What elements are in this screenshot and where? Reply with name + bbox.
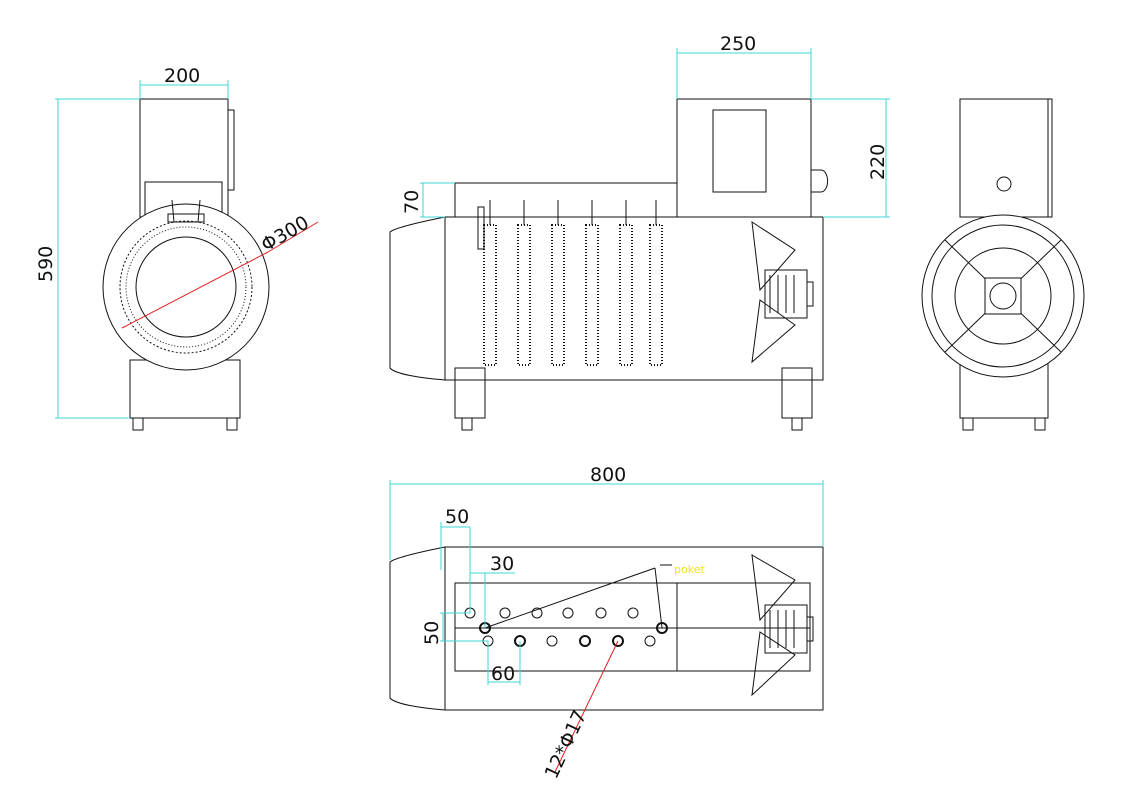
- dim-590: 590: [35, 246, 57, 282]
- heating-elements: [483, 200, 663, 366]
- mounting-holes: [464, 607, 668, 647]
- fan-plan: [751, 554, 814, 697]
- dim-60: 60: [491, 663, 515, 685]
- dim-220: 220: [867, 144, 889, 180]
- dim-250: 250: [720, 33, 756, 55]
- dim-800: 800: [590, 464, 626, 486]
- fan-side: [751, 220, 814, 364]
- dim-50-top: 50: [445, 506, 469, 528]
- center-dimensions: [420, 48, 890, 218]
- center-side-view: [389, 98, 829, 431]
- bottom-plan-view: [389, 546, 824, 711]
- dim-holes: 12*Φ17: [541, 707, 592, 782]
- poket-label: poket: [674, 563, 705, 576]
- right-end-view: [921, 98, 1085, 431]
- dim-coil-diameter: Φ300: [258, 212, 313, 257]
- dim-30: 30: [490, 553, 514, 575]
- dim-200: 200: [164, 65, 200, 87]
- left-end-view: [102, 98, 270, 431]
- dim-70: 70: [401, 190, 423, 214]
- dim-50-side: 50: [421, 621, 443, 645]
- left-dimensions: [55, 80, 319, 419]
- bottom-dimensions: [389, 480, 824, 773]
